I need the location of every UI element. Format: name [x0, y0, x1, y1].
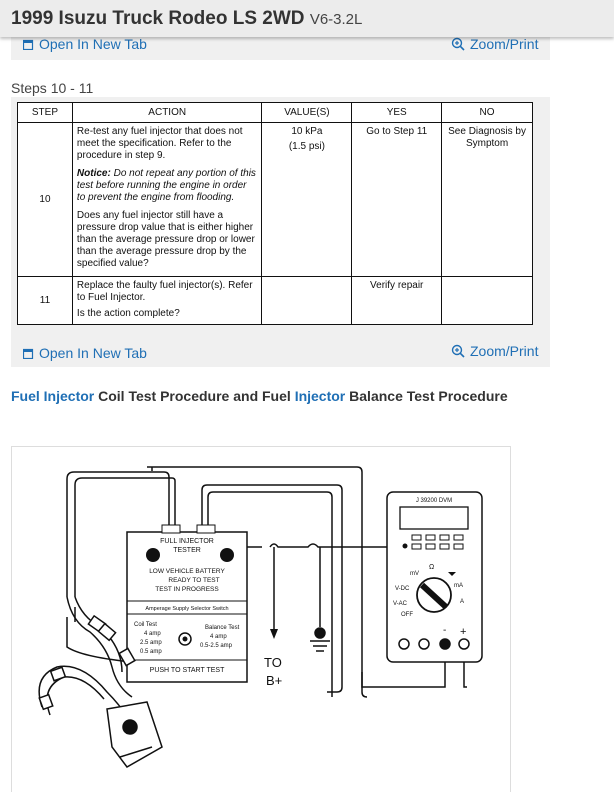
dvm-minus: -: [443, 625, 446, 636]
fuel-injector-tester: FULL INJECTOR TESTER LOW VEHICLE BATTERY…: [126, 524, 248, 683]
coil-4amp: 4 amp: [144, 631, 161, 637]
diode-icon: [448, 572, 456, 576]
dvm-a: A: [460, 599, 464, 605]
value-psi: (1.5 psi): [288, 141, 325, 152]
open-new-tab-link[interactable]: Open In New Tab: [23, 345, 147, 361]
col-no: NO: [441, 102, 533, 123]
action-text: Re-test any fuel injector that does not …: [76, 126, 243, 161]
push-to-start-label: PUSH TO START TEST: [150, 667, 225, 674]
open-new-tab-text: Open In New Tab: [39, 345, 147, 361]
col-values: VALUE(S): [261, 102, 353, 123]
injector-link[interactable]: Injector: [294, 388, 346, 404]
balance-range: 0.5-2.5 amp: [200, 643, 233, 649]
status-ready: READY TO TEST: [168, 577, 219, 584]
ground-icon: [310, 627, 330, 652]
notice-label: Notice:: [76, 168, 111, 179]
step-yes: Go to Step 11: [351, 122, 443, 277]
steps-label: Steps 10 - 11: [11, 80, 94, 96]
status-low-battery: LOW VEHICLE BATTERY: [149, 568, 225, 575]
injector-tester-diagram: TO B+ FULL INJECTOR TESTER LOW VEHICLE B…: [11, 446, 511, 792]
step-action: Re-test any fuel injector that does not …: [71, 122, 263, 277]
step-no: See Diagnosis by Symptom: [441, 122, 533, 277]
coil-25amp: 2.5 amp: [140, 640, 162, 646]
step-number: 11: [17, 276, 73, 325]
steps-table: STEP ACTION VALUE(S) YES NO 10 Re-test a…: [17, 102, 533, 325]
status-in-progress: TEST IN PROGRESS: [155, 586, 219, 593]
dvm-off: OFF: [401, 612, 413, 618]
dvm-plus: +: [460, 626, 466, 638]
dvm-vdc: V-DC: [395, 586, 410, 592]
value-kpa: 10 kPa: [291, 126, 323, 137]
step-values: 10 kPa (1.5 psi): [261, 122, 353, 277]
balance-4amp: 4 amp: [210, 634, 227, 640]
table-row: 11 Replace the faulty fuel injector(s). …: [17, 276, 533, 325]
zoom-icon: [451, 344, 465, 358]
action-question: Is the action complete?: [76, 308, 180, 319]
steps-table-panel: STEP ACTION VALUE(S) YES NO 10 Re-test a…: [11, 97, 550, 335]
heading-text-end: Balance Test Procedure: [345, 388, 508, 404]
open-new-tab-icon: [23, 348, 34, 359]
col-step: STEP: [17, 102, 73, 123]
col-action: ACTION: [71, 102, 263, 123]
vehicle-title: 1999 Isuzu Truck Rodeo LS 2WD V6-3.2L: [11, 8, 362, 30]
action-question: Does any fuel injector still have a pres…: [76, 210, 255, 269]
dvm-ma: mA: [454, 583, 463, 589]
table-header-row: STEP ACTION VALUE(S) YES NO: [17, 102, 533, 123]
open-new-tab-icon: [23, 39, 34, 50]
to-label: TO: [264, 655, 282, 670]
zoom-print-link[interactable]: Zoom/Print: [451, 343, 538, 359]
open-new-tab-link-top[interactable]: Open In New Tab: [23, 36, 147, 52]
injector-harness: [38, 596, 163, 768]
zoom-print-text: Zoom/Print: [470, 343, 539, 359]
b-plus-label: B+: [266, 673, 282, 688]
coil-test-label: Coil Test: [134, 622, 157, 628]
digital-multimeter: J 39200 DVM mV Ω V-DC V-AC OFF mA A - +: [386, 491, 483, 663]
tester-title-2: TESTER: [173, 547, 201, 554]
vehicle-name: 1999 Isuzu Truck Rodeo LS 2WD: [11, 8, 305, 29]
table-row: 10 Re-test any fuel injector that does n…: [17, 122, 533, 277]
zoom-print-link-top[interactable]: Zoom/Print: [451, 36, 538, 52]
tester-title-1: FULL INJECTOR: [160, 538, 214, 545]
balance-test-label: Balance Test: [205, 625, 240, 631]
open-new-tab-text: Open In New Tab: [39, 36, 147, 52]
coil-05amp: 0.5 amp: [140, 649, 162, 655]
amperage-switch-label: Amperage Supply Selector Switch: [145, 606, 228, 612]
step-yes: Verify repair: [351, 276, 443, 325]
page-header: 1999 Isuzu Truck Rodeo LS 2WD V6-3.2L: [0, 0, 614, 37]
step-action: Replace the faulty fuel injector(s). Ref…: [71, 276, 263, 325]
dvm-vac: V-AC: [393, 601, 408, 607]
dvm-ohm: Ω: [429, 564, 434, 571]
col-yes: YES: [351, 102, 443, 123]
step-number: 10: [17, 122, 73, 277]
wiring: [66, 466, 467, 698]
dvm-label: J 39200 DVM: [416, 498, 452, 504]
section-heading: Fuel Injector Coil Test Procedure and Fu…: [11, 388, 508, 404]
zoom-print-text: Zoom/Print: [470, 36, 539, 52]
table-panel-footer: [11, 335, 550, 367]
action-text: Replace the faulty fuel injector(s). Ref…: [76, 280, 253, 303]
notice-body: Do not repeat any portion of this test b…: [76, 168, 256, 203]
step-no: [441, 276, 533, 325]
heading-text: Coil Test Procedure and Fuel: [94, 388, 295, 404]
dvm-mv: mV: [410, 571, 419, 577]
zoom-icon: [451, 37, 465, 51]
fuel-injector-link[interactable]: Fuel Injector: [11, 388, 95, 404]
step-values: [261, 276, 353, 325]
engine-label: V6-3.2L: [309, 11, 363, 28]
notice-text: Notice: Do not repeat any portion of thi…: [77, 168, 258, 204]
